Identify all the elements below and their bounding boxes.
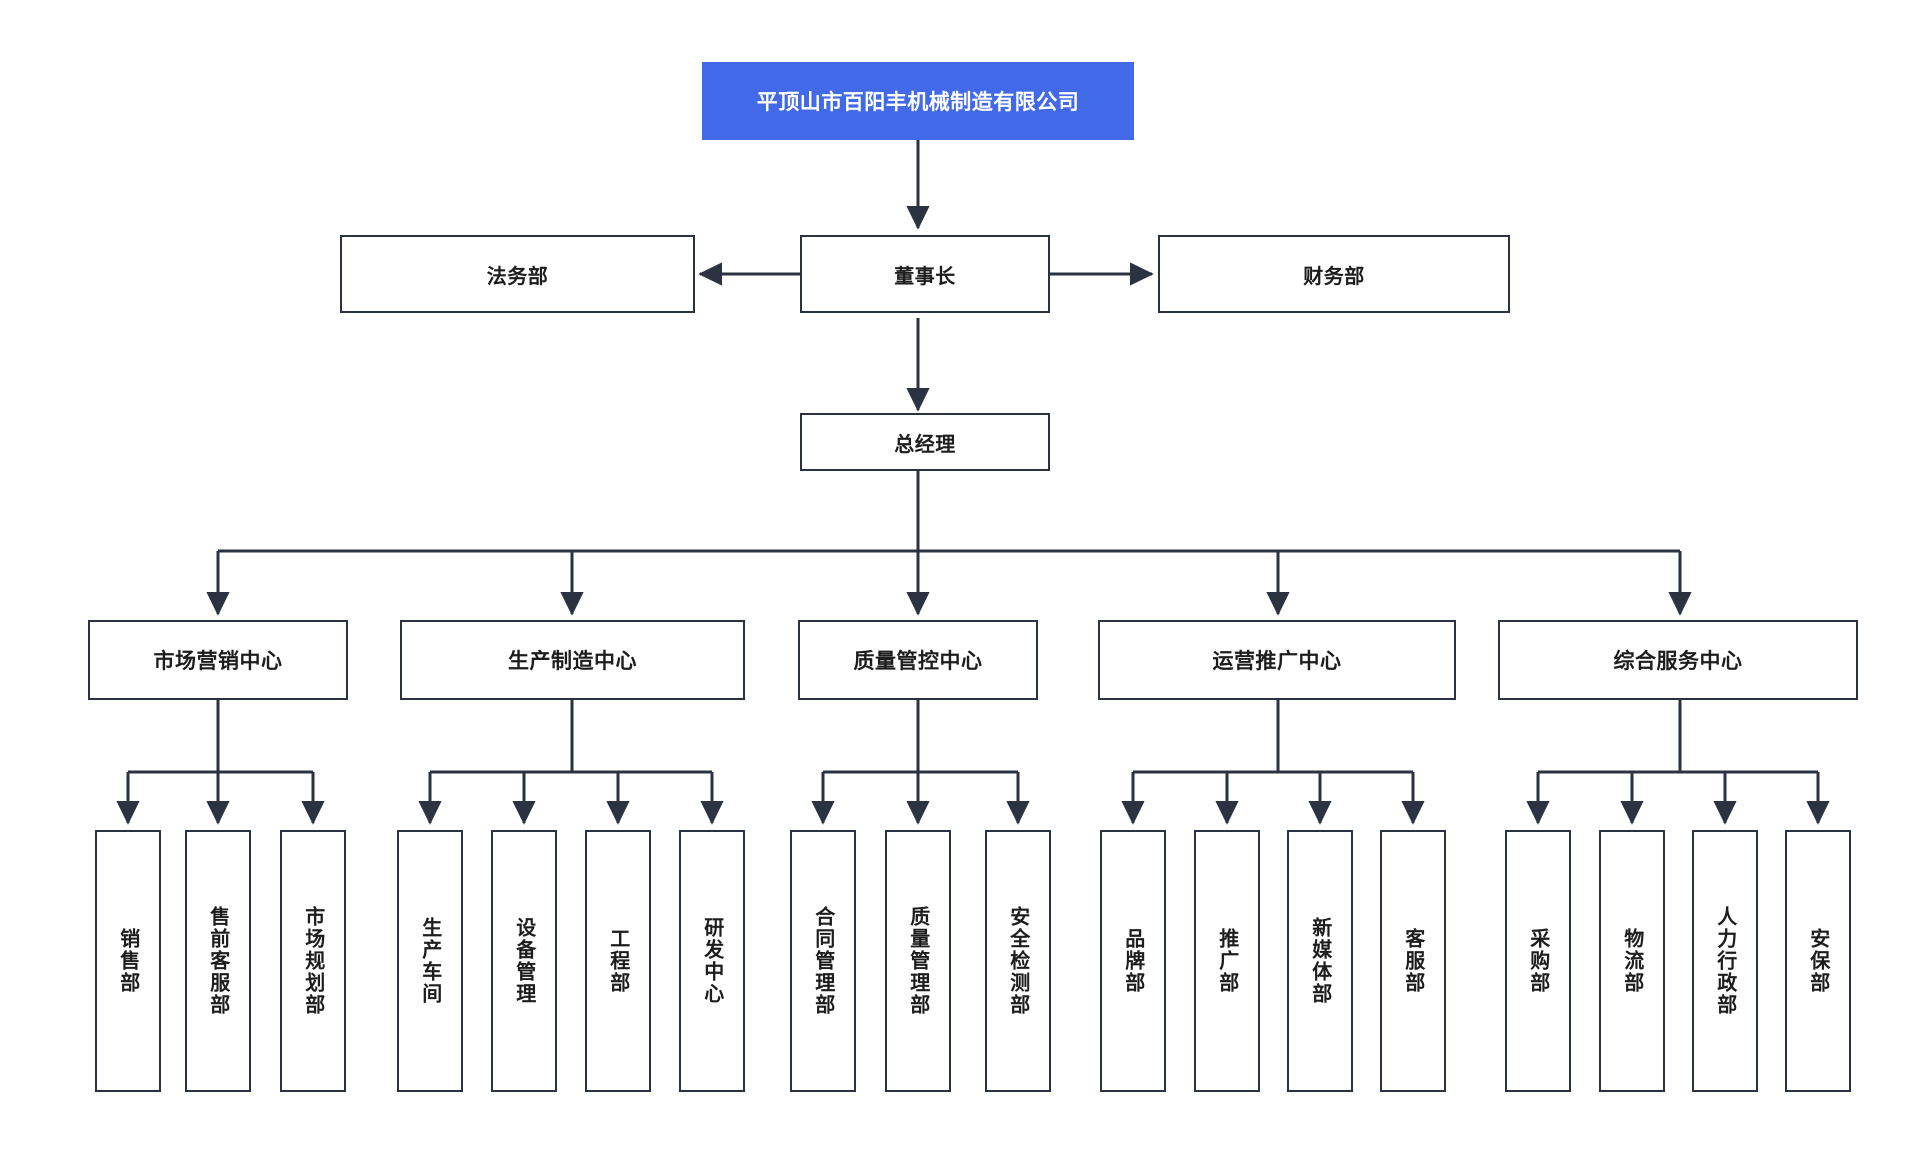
node-dept-new-media[interactable]: 新媒体部 [1287, 830, 1353, 1092]
node-label: 安全检测部 [1006, 906, 1031, 1016]
node-center-manufacturing[interactable]: 生产制造中心 [400, 620, 745, 700]
node-label: 品牌部 [1121, 928, 1146, 994]
node-label: 生产制造中心 [508, 649, 637, 673]
node-dept-engineering[interactable]: 工程部 [585, 830, 651, 1092]
node-label: 人力行政部 [1713, 906, 1738, 1016]
node-center-services[interactable]: 综合服务中心 [1498, 620, 1858, 700]
node-label: 推广部 [1215, 928, 1240, 994]
node-chairman[interactable]: 董事长 [800, 235, 1050, 313]
node-dept-brand[interactable]: 品牌部 [1100, 830, 1166, 1092]
node-label: 总经理 [894, 431, 956, 456]
node-dept-contract-management[interactable]: 合同管理部 [790, 830, 856, 1092]
node-dept-safety-inspection[interactable]: 安全检测部 [985, 830, 1051, 1092]
node-dept-production-workshop[interactable]: 生产车间 [397, 830, 463, 1092]
node-label: 法务部 [486, 263, 549, 288]
node-label: 物流部 [1620, 928, 1645, 994]
node-label: 合同管理部 [811, 906, 836, 1016]
node-label: 综合服务中心 [1613, 649, 1743, 673]
node-label: 财务部 [1303, 263, 1365, 288]
node-label: 设备管理 [512, 917, 537, 1005]
node-company-root[interactable]: 平顶山市百阳丰机械制造有限公司 [702, 62, 1134, 140]
node-dept-logistics[interactable]: 物流部 [1599, 830, 1665, 1092]
node-dept-security[interactable]: 安保部 [1785, 830, 1851, 1092]
node-label: 运营推广中心 [1212, 649, 1342, 673]
node-label: 售前客服部 [206, 906, 231, 1016]
node-finance-department[interactable]: 财务部 [1158, 235, 1510, 313]
node-dept-equipment-management[interactable]: 设备管理 [491, 830, 557, 1092]
node-label: 采购部 [1526, 928, 1551, 994]
node-dept-promotion[interactable]: 推广部 [1194, 830, 1260, 1092]
node-dept-market-planning[interactable]: 市场规划部 [280, 830, 346, 1092]
node-label: 安保部 [1806, 928, 1831, 994]
node-dept-procurement[interactable]: 采购部 [1505, 830, 1571, 1092]
node-label: 质量管控中心 [853, 649, 983, 673]
node-label: 市场规划部 [301, 906, 326, 1016]
node-dept-customer-service[interactable]: 客服部 [1380, 830, 1446, 1092]
node-label: 新媒体部 [1308, 917, 1333, 1005]
node-dept-quality-management[interactable]: 质量管理部 [885, 830, 951, 1092]
node-label: 平顶山市百阳丰机械制造有限公司 [756, 90, 1080, 114]
node-center-quality[interactable]: 质量管控中心 [798, 620, 1038, 700]
node-general-manager[interactable]: 总经理 [800, 413, 1050, 471]
node-label: 董事长 [894, 263, 956, 288]
node-dept-sales[interactable]: 销售部 [95, 830, 161, 1092]
node-center-marketing[interactable]: 市场营销中心 [88, 620, 348, 700]
node-dept-rnd-center[interactable]: 研发中心 [679, 830, 745, 1092]
node-label: 生产车间 [418, 917, 443, 1005]
node-label: 客服部 [1401, 928, 1426, 994]
node-label: 工程部 [606, 928, 631, 994]
node-legal-department[interactable]: 法务部 [340, 235, 695, 313]
node-label: 市场营销中心 [153, 649, 283, 673]
node-label: 销售部 [116, 928, 141, 994]
node-dept-presale-service[interactable]: 售前客服部 [185, 830, 251, 1092]
node-label: 质量管理部 [906, 906, 931, 1016]
node-center-operations[interactable]: 运营推广中心 [1098, 620, 1456, 700]
node-dept-hr-administration[interactable]: 人力行政部 [1692, 830, 1758, 1092]
node-label: 研发中心 [700, 917, 725, 1005]
